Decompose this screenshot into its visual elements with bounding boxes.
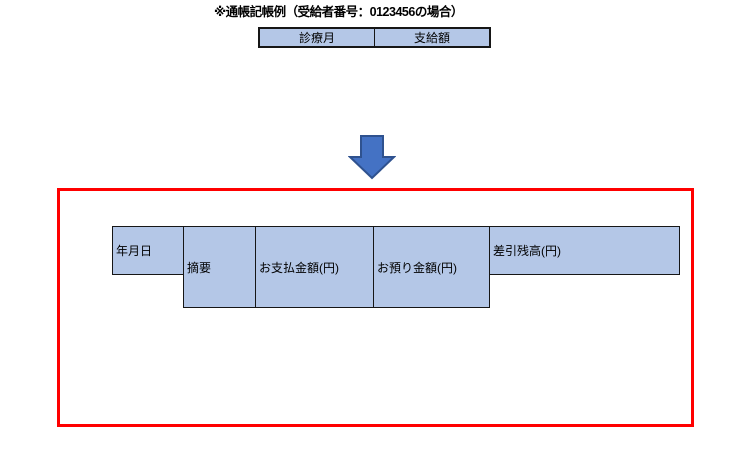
- summary-header-payment-amount: 支給額: [374, 29, 489, 46]
- highlight-red-box: [57, 188, 694, 427]
- bankbook-header-balance: 差引残高(円): [489, 226, 680, 275]
- bankbook-header-deposit-amount: お預り金額(円): [373, 226, 490, 308]
- page-title: ※通帳記帳例（受給者番号：0123456の場合）: [214, 5, 463, 19]
- bankbook-header-date: 年月日: [112, 226, 184, 275]
- bankbook-header-withdrawal-amount: お支払金額(円): [255, 226, 374, 308]
- benefit-summary-table: 診療月 支給額: [258, 27, 491, 48]
- bankbook-header-description: 摘要: [183, 226, 256, 308]
- summary-header-treatment-month: 診療月: [298, 31, 335, 45]
- down-arrow-icon: [347, 135, 397, 180]
